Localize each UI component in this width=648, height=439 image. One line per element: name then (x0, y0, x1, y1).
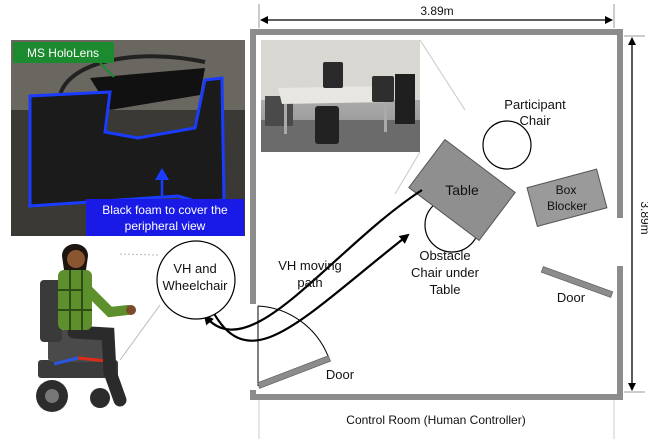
width-dimension: 3.89m (258, 4, 615, 28)
hololens-tag-label: MS HoloLens (27, 46, 99, 60)
foam-caption-box (86, 199, 244, 236)
height-label: 3.89m (638, 201, 648, 234)
left-door-label: Door (326, 367, 355, 382)
right-door-label: Door (557, 290, 586, 305)
width-label: 3.89m (420, 4, 453, 18)
box-blocker-label-2: Blocker (547, 199, 587, 213)
foam-caption: Black foam to cover the (102, 203, 228, 217)
height-dimension: 3.89m (624, 35, 648, 393)
obstacle-chair-label-2: Chair under (411, 265, 480, 280)
vh-path-label: VH moving (278, 258, 342, 273)
foam-caption-2: peripheral view (125, 219, 206, 233)
table (408, 138, 516, 242)
obstacle-chair-label: Obstacle (419, 248, 470, 263)
box-blocker-label: Box (556, 183, 577, 197)
control-room-label: Control Room (Human Controller) (346, 413, 525, 427)
vh-wheelchair-circle (156, 240, 236, 320)
vh-wheelchair-label-2: Wheelchair (162, 278, 228, 293)
participant-chair-label: Participant (504, 97, 566, 112)
vh-wheelchair-label: VH and (173, 261, 216, 276)
box-blocker (526, 168, 608, 227)
table-label: Table (445, 182, 479, 198)
hololens-tag (13, 42, 114, 63)
virtual-human-wheelchair (36, 244, 136, 412)
room-walls (248, 29, 625, 400)
participant-chair-label-2: Chair (519, 113, 551, 128)
vh-path-arrows (203, 189, 423, 342)
right-door (540, 266, 614, 298)
room-photo (261, 39, 466, 195)
obstacle-chair-label-3: Table (429, 282, 460, 297)
participant-chair (482, 120, 532, 170)
vh-path-label-2: path (297, 275, 322, 290)
left-door (257, 305, 331, 389)
